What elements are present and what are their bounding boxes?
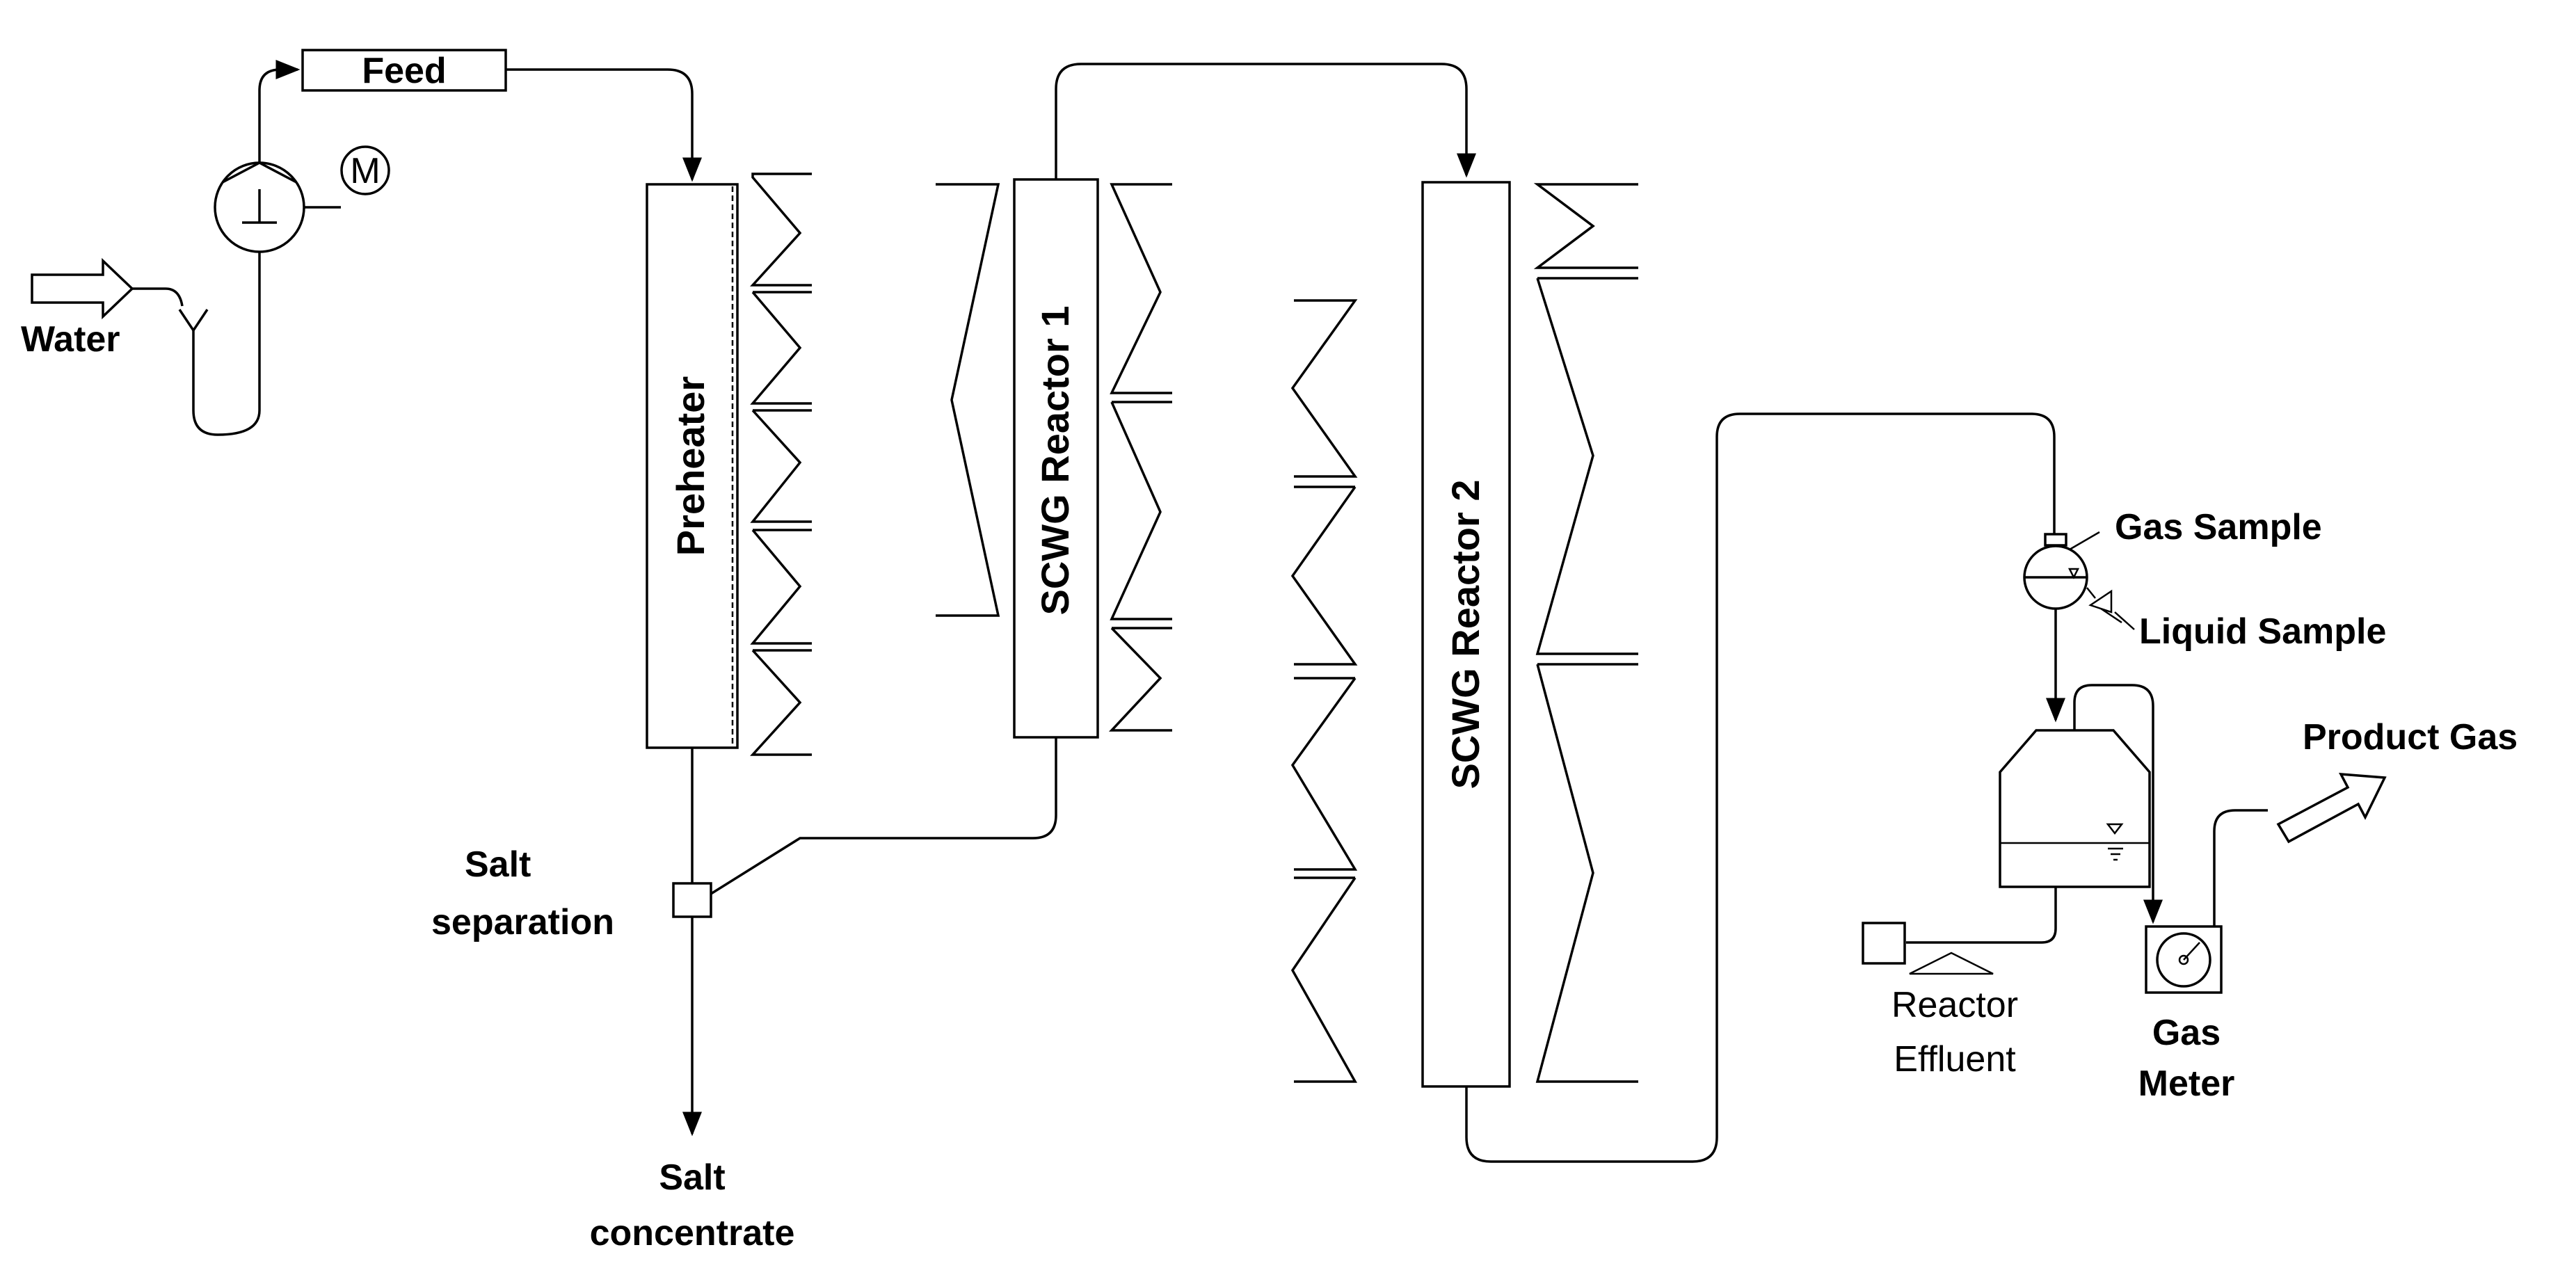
- gas-meter-label-line2: Meter: [2138, 1064, 2235, 1104]
- gas-meter-to-product-pipe: [2213, 809, 2268, 926]
- pump-to-feed-pipe: [258, 60, 301, 163]
- preheater-heating-elements: [750, 172, 812, 756]
- gas-meter-label-line1: Gas: [2152, 1013, 2221, 1053]
- effluent-scale-icon: [1909, 952, 1994, 975]
- reactor1-right-heating-elements: [1108, 183, 1172, 732]
- feed-vessel: [301, 49, 507, 92]
- water-funnel: [178, 309, 209, 333]
- salt-concentrate-label-line1: Salt: [659, 1157, 725, 1198]
- liquid-sample-label: Liquid Sample: [2139, 611, 2386, 652]
- scwg-reactor-2-column: [1421, 181, 1511, 1088]
- gas-meter: [2145, 925, 2223, 994]
- reactor1-to-reactor2-pipe: [1055, 63, 1476, 179]
- water-inlet-arrow: [31, 257, 134, 320]
- scwg-reactor-2-label: SCWG Reactor 2: [1443, 480, 1487, 789]
- vessel-to-effluent-pipe: [1906, 887, 2057, 944]
- gas-sample-line: [2069, 531, 2100, 551]
- separator-to-reactor1-pipe: [710, 737, 1057, 895]
- svg-text:M: M: [350, 151, 380, 191]
- pump: [214, 161, 305, 253]
- motor: M: [340, 145, 390, 195]
- water-pipe-to-pump: [132, 242, 261, 436]
- scwg-reactor-1-column: [1013, 178, 1099, 739]
- effluent-receiver-box: [1862, 922, 1906, 965]
- feed-to-preheater-pipe: [506, 68, 702, 182]
- salt-separator: [672, 882, 712, 918]
- preheater-column: [646, 183, 739, 749]
- vessel-to-gas-meter-pipe: [2073, 684, 2163, 924]
- preheater-label: Preheater: [669, 376, 712, 556]
- level-indicator-icon: [2106, 823, 2124, 861]
- feed-label: Feed: [362, 51, 446, 91]
- effluent-collection-vessel: [1999, 729, 2151, 888]
- gas-sample-label: Gas Sample: [2115, 507, 2322, 547]
- reactor-effluent-label-line2: Effluent: [1894, 1039, 2016, 1080]
- reactor2-left-heating-elements: [1290, 299, 1358, 1083]
- reactor2-outlet-pipe: [1465, 412, 2056, 1163]
- liquid-sample-line: [2114, 611, 2135, 630]
- liquid-sample-valve: [2086, 587, 2122, 624]
- reactor-effluent-label-line1: Reactor: [1891, 985, 2018, 1025]
- water-label: Water: [21, 319, 120, 360]
- product-gas-arrow: [2276, 773, 2387, 844]
- reactor2-right-heating-elements: [1533, 183, 1638, 1083]
- gas-liquid-sampler: [2023, 533, 2088, 610]
- scwg-reactor-1-label: SCWG Reactor 1: [1033, 306, 1077, 616]
- salt-separation-label-line2: separation: [431, 902, 614, 942]
- salt-concentrate-label-line2: concentrate: [590, 1213, 795, 1253]
- salt-separation-label-line1: Salt: [465, 844, 531, 885]
- reactor1-left-heater: [936, 183, 1000, 617]
- product-gas-label: Product Gas: [2303, 717, 2518, 757]
